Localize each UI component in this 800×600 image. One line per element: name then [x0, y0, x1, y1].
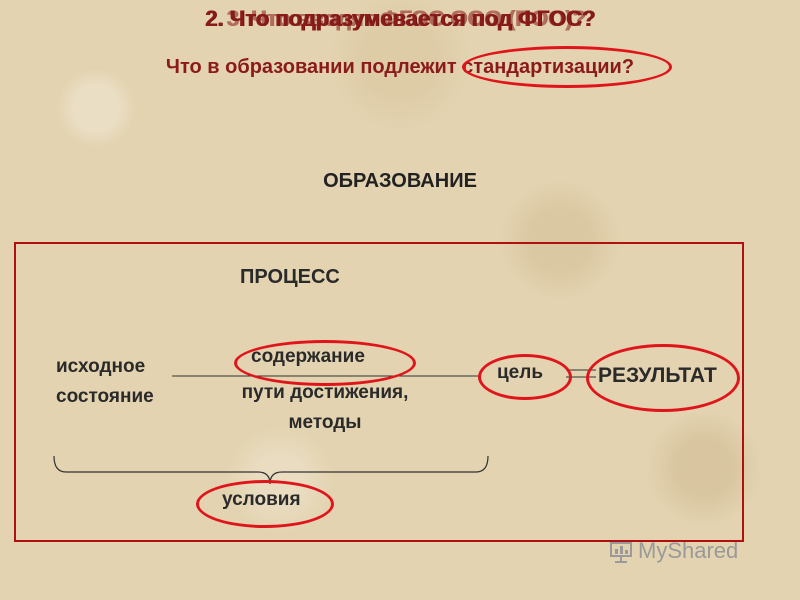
- watermark-text: MyShared: [638, 538, 739, 563]
- highlight-oval-result: [586, 344, 740, 412]
- myshared-watermark: MyShared: [608, 538, 738, 564]
- methods-line1: пути достижения,: [241, 382, 409, 403]
- source-state-label: исходное состояние: [56, 352, 154, 412]
- process-label: ПРОЦЕСС: [240, 266, 340, 288]
- source-state-line1: исходное: [56, 356, 146, 377]
- process-frame: [14, 242, 744, 542]
- highlight-oval-conditions: [196, 480, 334, 528]
- highlight-oval-goal: [478, 354, 572, 400]
- source-state-line2: состояние: [56, 386, 154, 407]
- highlight-oval-standardization: [462, 46, 672, 88]
- slide-title-overlay: 3. Что вводят ФГОС ООО (ПОО)?: [226, 6, 586, 31]
- methods-line2: методы: [288, 412, 362, 433]
- slide-title: 2. Что подразумевается под ФГОС?: [204, 6, 596, 31]
- methods-label: пути достижения, методы: [200, 378, 450, 438]
- education-heading: ОБРАЗОВАНИЕ: [323, 170, 477, 192]
- highlight-oval-content: [234, 340, 416, 386]
- presentation-board-icon: [608, 541, 634, 564]
